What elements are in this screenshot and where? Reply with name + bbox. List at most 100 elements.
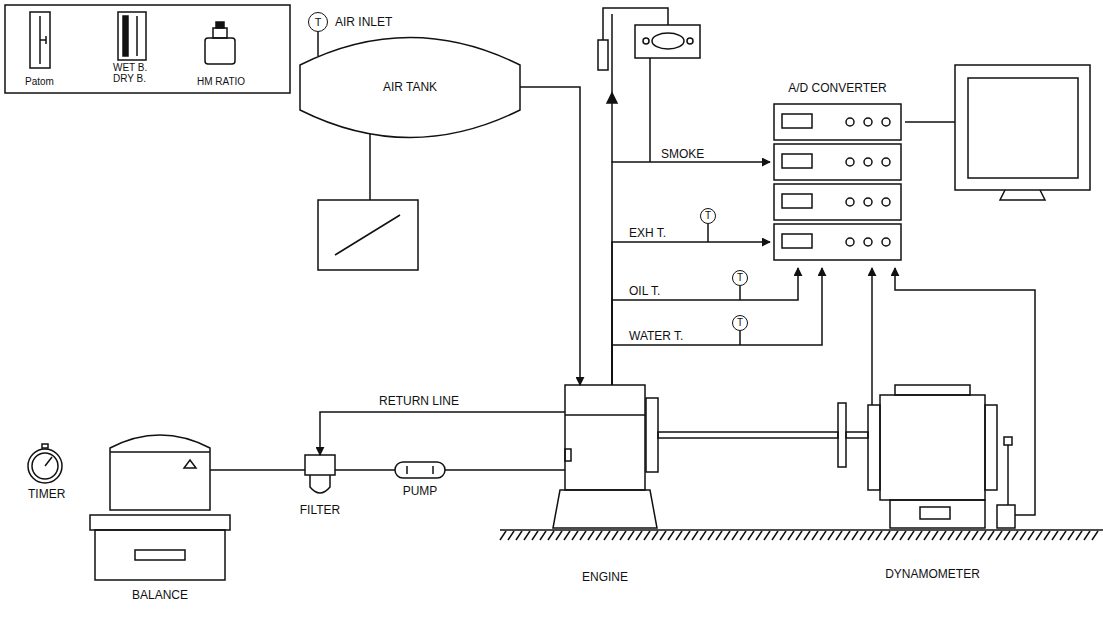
- drawing-part: [216, 22, 224, 28]
- drawing-part: [882, 118, 890, 126]
- drawing-part: [908, 531, 914, 540]
- drawing-part: [882, 238, 890, 246]
- drawing-part: [135, 550, 185, 560]
- drawing-part: [828, 531, 834, 540]
- drawing-part: [310, 475, 330, 493]
- drawing-part: [892, 531, 898, 540]
- drawing-part: [335, 215, 400, 255]
- node-label: A/D CONVERTER: [788, 81, 886, 95]
- drawing-part: [652, 531, 658, 540]
- manometer: [318, 134, 418, 270]
- drawing-part: [118, 12, 146, 60]
- drawing-part: [846, 432, 868, 438]
- drawing-part: [774, 184, 901, 220]
- drawing-part: [880, 395, 985, 500]
- drawing-part: [644, 531, 650, 540]
- hm-ratio-bottle: [205, 22, 235, 64]
- drawing-part: [636, 531, 642, 540]
- drawing-part: [774, 224, 901, 260]
- drawing-part: [28, 449, 62, 483]
- line-label: SMOKE: [660, 147, 705, 161]
- drawing-part: [649, 58, 651, 162]
- drawing-part: [406, 466, 408, 474]
- drawing-part: [687, 38, 693, 44]
- drawing-part: [318, 200, 418, 270]
- drawing-part: [836, 531, 842, 540]
- drawing-part: [838, 403, 846, 467]
- drawing-part: [565, 385, 645, 490]
- drawing-part: [764, 531, 770, 540]
- drawing-part: [864, 198, 872, 206]
- drawing-part: [1036, 531, 1042, 540]
- drawing-part: [707, 224, 709, 242]
- drawing-part: [95, 530, 225, 580]
- drawing-part: [40, 39, 46, 41]
- line-label: RETURN LINE: [378, 394, 460, 408]
- smoke-meter: [598, 8, 700, 162]
- signal-line: [895, 268, 1035, 515]
- drawing-part: [782, 114, 812, 128]
- drawing-part: [882, 198, 890, 206]
- drawing-part: [1076, 531, 1082, 540]
- part-label: DRY B.: [112, 73, 147, 85]
- node-box: AIR TANK: [300, 35, 520, 140]
- drawing-part: [780, 531, 786, 540]
- drawing-part: [997, 505, 1015, 528]
- drawing-part: [708, 531, 714, 540]
- signal-line: [317, 32, 319, 56]
- drawing-part: [184, 460, 196, 468]
- drawing-part: [820, 531, 826, 540]
- drawing-part: [948, 531, 954, 540]
- drawing-part: [395, 462, 445, 478]
- drawing-part: [110, 451, 210, 453]
- signal-line: [612, 162, 770, 385]
- drawing-part: [556, 531, 562, 540]
- drawing-part: [739, 331, 741, 345]
- node-outline: [850, 385, 1015, 530]
- drawing-part: [772, 531, 778, 540]
- drawing-part: [136, 16, 138, 56]
- drawing-part: [305, 455, 335, 475]
- drawing-part: [964, 531, 970, 540]
- node-box: A/D CONVERTER: [770, 100, 905, 268]
- drawing-part: [45, 457, 52, 466]
- drawing-part: [956, 531, 962, 540]
- drawing-part: [612, 531, 618, 540]
- node-label: PUMP: [403, 484, 438, 498]
- ground-hatch: [500, 530, 1103, 540]
- drawing-part: [607, 93, 617, 103]
- computer-monitor: [905, 65, 1090, 200]
- drawing-part: [676, 531, 682, 540]
- drawing-part: [45, 36, 47, 44]
- drawing-part: [30, 12, 50, 68]
- drawing-part: [1044, 531, 1050, 540]
- drawing-part: [532, 531, 538, 540]
- drawing-part: [598, 40, 608, 70]
- drawing-part: [684, 531, 690, 540]
- drawing-part: [1012, 531, 1018, 540]
- drawing-part: [652, 33, 684, 49]
- drawing-part: [788, 531, 794, 540]
- drawing-part: [812, 531, 818, 540]
- drawing-part: [844, 531, 850, 540]
- part-label: Patom: [24, 76, 55, 88]
- drawing-part: [988, 531, 994, 540]
- signal-line: [445, 469, 565, 471]
- drawing-part: [985, 405, 997, 490]
- node-box: TAIR INLET: [308, 12, 328, 32]
- drawing-part: [1084, 531, 1090, 540]
- drawing-part: [1000, 190, 1045, 200]
- drawing-part: [782, 154, 812, 168]
- drawing-part: [932, 531, 938, 540]
- drawing-part: [940, 531, 946, 540]
- drawing-part: [1007, 445, 1009, 505]
- drawing-part: [369, 134, 371, 200]
- drawing-part: [432, 466, 434, 474]
- node-box: FILTER: [305, 455, 335, 497]
- inset-panel: [5, 5, 290, 93]
- drawing-part: [740, 531, 746, 540]
- drawing-part: [123, 16, 128, 56]
- drawing-part: [1052, 531, 1058, 540]
- drawing-part: [739, 286, 741, 300]
- drawing-part: [588, 531, 594, 540]
